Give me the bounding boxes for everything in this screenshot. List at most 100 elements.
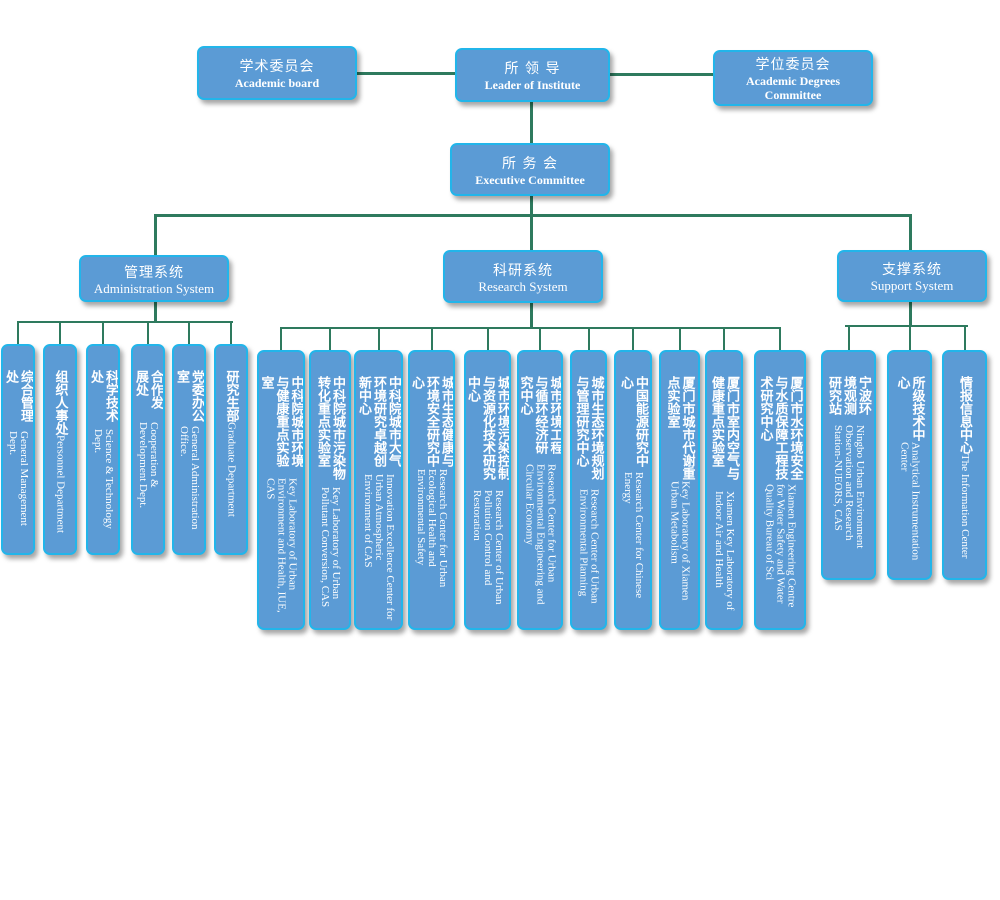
unit-name-zh: 中科院城市环境与健康重点实验室 <box>258 376 304 467</box>
connector-line <box>539 327 541 351</box>
unit-name-zh: 城市环境污染控制与资源化技术研究中心 <box>465 376 510 480</box>
connector-line <box>356 72 456 75</box>
box-title-en: Executive Committee <box>475 172 585 187</box>
unit-name-zh: 城市生态健康与环境安全研究中心 <box>409 376 454 467</box>
research-unit-box: 中科院城市大气环境研究卓越创新中心 Innovation Excellence C… <box>354 350 403 630</box>
connector-line <box>147 321 149 345</box>
unit-name-zh: 情报信息中心 <box>957 376 972 454</box>
unit-name-en: The Information Center <box>959 454 971 559</box>
connector-line <box>530 101 533 144</box>
research-unit-box: 城市环境污染控制与资源化技术研究中心 Research Center of Urb… <box>464 350 511 630</box>
unit-name-en: Research Center for Urban Ecological Hea… <box>415 468 449 588</box>
box-title-zh: 支撑系统 <box>882 262 942 278</box>
admin-unit-box: 科学技术处 Science & Technology Dept. <box>86 344 120 555</box>
unit-name-zh: 城市环境工程与循环经济研究中心 <box>517 376 563 454</box>
unit-name-zh: 党委办公室 <box>174 370 204 422</box>
box-title-en: Leader of Institute <box>484 78 581 92</box>
unit-name-zh: 厦门市室内空气与健康重点实验室 <box>709 376 739 480</box>
connector-line <box>530 195 533 216</box>
connector-line <box>154 214 157 256</box>
executive-committee-box: 所 务 会 Executive Committee <box>450 143 610 196</box>
connector-line <box>280 327 779 329</box>
support-system-box: 支撑系统 Support System <box>837 250 987 302</box>
box-title-zh: 所 领 导 <box>504 61 561 77</box>
box-title-en: Academic board <box>234 76 320 90</box>
unit-name-en: Key Laboratory of Urban Pollutant Conver… <box>319 486 342 607</box>
unit-name-en: Xiamen Engineering Centre for Water Safe… <box>763 483 798 608</box>
research-unit-box: 厦门市室内空气与健康重点实验室 Xiamen Key Laboratory of … <box>705 350 743 630</box>
connector-line <box>632 327 634 351</box>
unit-name-zh: 合作发展处 <box>133 370 163 409</box>
support-unit-box: 宁波环境观测研究站 Ningbo Urban Environment Observ… <box>821 350 876 580</box>
connector-line <box>845 325 968 327</box>
unit-name-zh: 中科院城市大气环境研究卓越创新中心 <box>356 376 401 467</box>
research-unit-box: 城市环境工程与循环经济研究中心 Research Center for Urban… <box>517 350 563 630</box>
connector-line <box>487 327 489 351</box>
unit-name-zh: 宁波环境观测研究站 <box>826 376 871 415</box>
unit-name-en: Innovation Excellence Center for Urban A… <box>362 473 396 620</box>
research-unit-box: 中国能源研究中心 Research Center for Chinese Ener… <box>614 350 652 630</box>
box-title-zh: 科研系统 <box>493 262 553 279</box>
box-title-zh: 管理系统 <box>124 264 184 281</box>
admin-unit-box: 合作发展处 Cooperation & Development Dept. <box>131 344 165 555</box>
unit-name-en: General Management Dept. <box>7 430 30 526</box>
connector-line <box>530 214 533 251</box>
unit-name-en: Research Center for Urban Environmental … <box>523 464 558 605</box>
connector-line <box>909 325 911 351</box>
connector-line <box>280 327 282 351</box>
connector-line <box>909 214 912 251</box>
unit-name-zh: 所级技术中心 <box>894 376 925 441</box>
box-title-en: Academic Degrees Committee <box>745 74 841 102</box>
box-title-zh: 所 务 会 <box>502 155 558 172</box>
connector-line <box>102 321 104 345</box>
leader-box: 所 领 导 Leader of Institute <box>455 48 610 102</box>
unit-name-zh: 科学技术处 <box>88 370 118 422</box>
unit-name-zh: 组织人事处 <box>52 370 68 435</box>
connector-line <box>588 327 590 351</box>
box-title-en: Support System <box>870 278 954 293</box>
connector-line <box>964 325 966 351</box>
connector-line <box>154 214 912 217</box>
research-unit-box: 中科院城市污染物转化重点实验室 Key Laboratory of Urban P… <box>309 350 351 630</box>
connector-line <box>431 327 433 351</box>
unit-name-zh: 厦门市城市代谢重点实验室 <box>664 376 695 480</box>
connector-line <box>530 302 533 329</box>
connector-line <box>329 327 331 351</box>
administration-system-box: 管理系统 Administration System <box>79 255 229 302</box>
unit-name-en: Key Laboratory of Urban Environment and … <box>264 477 299 613</box>
academic-degrees-box: 学位委员会 Academic Degrees Committee <box>713 50 873 106</box>
unit-name-en: Xiamen Key Laboratory of Indoor Air and … <box>713 490 736 611</box>
box-title-zh: 学位委员会 <box>755 57 831 73</box>
unit-name-en: Science & Technology Dept. <box>92 429 115 530</box>
connector-line <box>59 321 61 345</box>
unit-name-en: Graduate Department <box>225 422 238 517</box>
unit-name-zh: 厦门市水环境安全与水质保障工程技术研究中心 <box>757 376 803 480</box>
unit-name-en: Ningbo Urban Environment Observation and… <box>832 424 866 549</box>
connector-line <box>679 327 681 351</box>
unit-name-zh: 中国能源研究中心 <box>618 376 648 467</box>
unit-name-en: Key Laboratory of Xiamen Urban Metabolis… <box>668 481 692 601</box>
unit-name-zh: 研究生部 <box>223 370 239 422</box>
connector-line <box>18 321 233 323</box>
connector-line <box>723 327 725 351</box>
box-title-en: Administration System <box>93 280 215 296</box>
unit-name-en: Research Center for Chinese Energy <box>622 471 645 599</box>
unit-name-en: Personnel Department <box>54 435 67 534</box>
unit-name-en: Cooperation & Development Dept. <box>137 421 160 508</box>
unit-name-en: Research Center of Urban Pollution Contr… <box>471 490 505 605</box>
box-title-en: Research System <box>478 278 568 294</box>
connector-line <box>378 327 380 351</box>
unit-name-en: Analytical Instrumentation Center <box>898 442 922 561</box>
connector-line <box>909 301 912 327</box>
connector-line <box>188 321 190 345</box>
connector-line <box>609 73 714 76</box>
research-system-box: 科研系统 Research System <box>443 250 603 303</box>
unit-name-zh: 中科院城市污染物转化重点实验室 <box>315 376 345 480</box>
academic-board-box: 学术委员会 Academic board <box>197 46 357 100</box>
